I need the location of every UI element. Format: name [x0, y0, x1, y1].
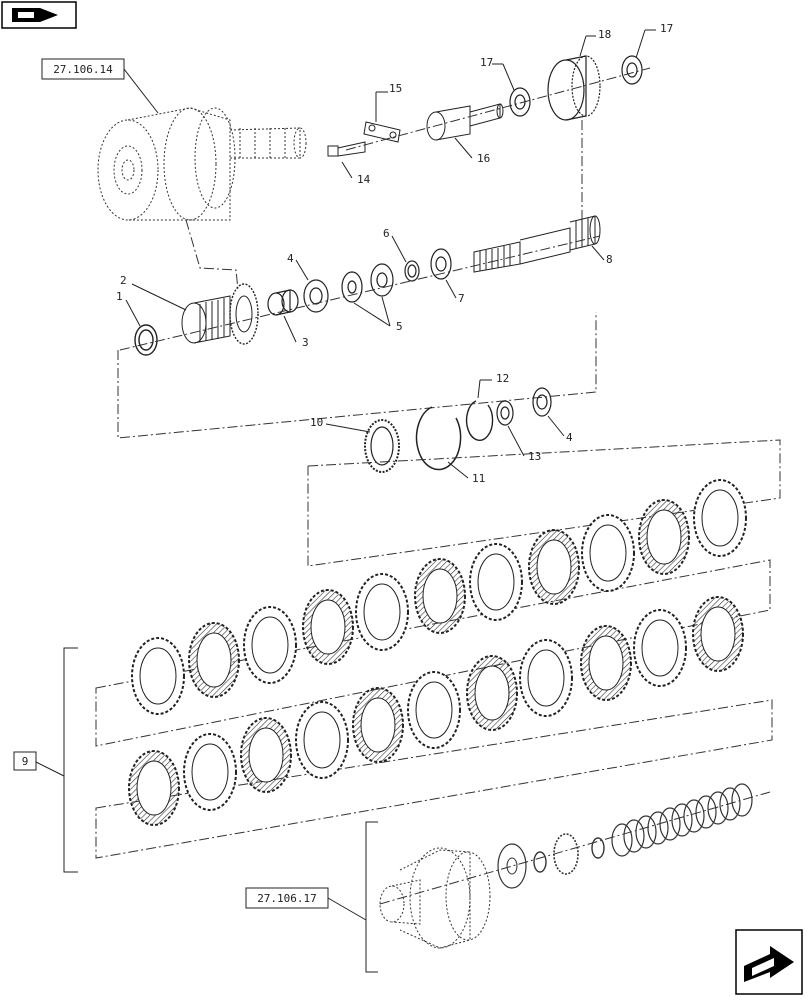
clutch-disc — [528, 529, 580, 605]
callout-label: 5 — [396, 320, 403, 333]
bearing-7 — [430, 248, 452, 280]
clutch-disc — [131, 637, 185, 715]
callout-label: 17 — [480, 56, 493, 69]
reference-box-top[interactable]: 27.106.14 — [41, 58, 125, 80]
clutch-disc-row-1 — [131, 479, 747, 715]
bracket-9 — [35, 647, 78, 873]
callout-label: 7 — [458, 292, 465, 305]
previous-page-button[interactable] — [1, 1, 77, 29]
gear-ring-10 — [364, 419, 400, 473]
lock-plate-15 — [363, 121, 401, 143]
previous-page-icon — [12, 8, 58, 22]
clutch-disc — [519, 639, 573, 717]
gear-hub-2 — [181, 283, 259, 345]
callout-label: 6 — [383, 227, 390, 240]
planetary-carrier-assembly — [97, 107, 307, 221]
callout-label: 8 — [606, 253, 613, 266]
ring-13 — [496, 400, 514, 426]
splined-shaft-8 — [473, 215, 601, 273]
snap-ring-12 — [465, 400, 494, 441]
clutch-disc — [128, 750, 180, 826]
ring-6 — [404, 260, 420, 282]
reference-box-bottom[interactable]: 27.106.17 — [245, 887, 329, 909]
bearing-17-left — [509, 87, 531, 117]
clutch-disc — [414, 558, 466, 634]
bolt-14 — [327, 141, 366, 157]
washers-5 — [341, 263, 394, 303]
clutch-disc — [407, 671, 461, 749]
next-page-icon — [744, 946, 794, 982]
clutch-disc-row-2 — [128, 596, 744, 826]
snap-ring-11 — [415, 406, 462, 471]
spring-washer-stack — [611, 783, 753, 857]
callout-label: 10 — [310, 416, 323, 429]
clutch-disc — [355, 573, 409, 651]
callout-label: 18 — [598, 28, 611, 41]
bearing-4-lower — [532, 387, 552, 417]
next-page-button[interactable] — [735, 929, 803, 995]
clutch-disc — [240, 717, 292, 793]
clutch-disc — [302, 589, 354, 665]
callout-label: 4 — [287, 252, 294, 265]
callout-label: 9 — [22, 755, 29, 768]
callout-label: 27.106.17 — [257, 892, 317, 905]
shaft-pin-16 — [426, 103, 504, 141]
clutch-disc — [469, 543, 523, 621]
callout-label: 15 — [389, 82, 402, 95]
clutch-disc — [692, 596, 744, 672]
callout-label: 12 — [496, 372, 509, 385]
callout-label: 11 — [472, 472, 485, 485]
clutch-disc — [188, 622, 240, 698]
callout-label: 4 — [566, 431, 573, 444]
clutch-disc — [243, 606, 297, 684]
clutch-disc — [295, 701, 349, 779]
clutch-disc — [183, 733, 237, 811]
clutch-disc — [352, 687, 404, 763]
callout-label: 3 — [302, 336, 309, 349]
callout-label: 17 — [660, 22, 673, 35]
callout-label: 1 — [116, 290, 123, 303]
clutch-drum-assembly — [379, 783, 753, 949]
gear-18 — [547, 55, 601, 121]
clutch-disc — [581, 514, 635, 592]
callout-label: 13 — [528, 450, 541, 463]
clutch-disc — [633, 609, 687, 687]
bearing-4-upper — [303, 279, 329, 313]
callout-label: 16 — [477, 152, 490, 165]
snap-ring-1 — [134, 324, 158, 356]
callout-label: 27.106.14 — [53, 63, 113, 76]
callout-9-box[interactable]: 9 — [13, 751, 37, 771]
sleeve-3 — [267, 289, 299, 316]
clutch-disc — [580, 625, 632, 701]
clutch-disc — [638, 499, 690, 575]
bearing-17-right — [621, 55, 643, 85]
callout-label: 2 — [120, 274, 127, 287]
clutch-disc — [466, 655, 518, 731]
clutch-disc — [693, 479, 747, 557]
callout-label: 14 — [357, 173, 371, 186]
